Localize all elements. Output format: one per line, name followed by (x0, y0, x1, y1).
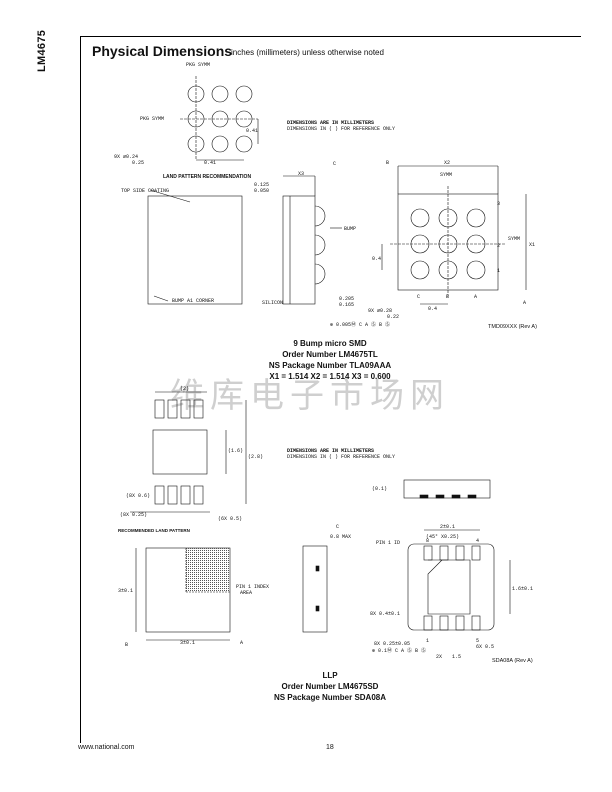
page-title: Physical Dimensions (92, 43, 233, 59)
notes-title-2: DIMENSIONS ARE IN MILLIMETERS (287, 448, 374, 454)
dim-2-ref: (2) (180, 386, 189, 392)
dim-04-vertical: 0.4 (372, 256, 381, 262)
caption-2-line-1: LLP (322, 671, 338, 680)
pin-1-label: 1 (426, 638, 429, 644)
dim-04-horizontal: 0.4 (428, 306, 437, 312)
datum-c-label: C (333, 161, 336, 167)
col-c-label: C (417, 294, 420, 300)
dim-bump-dia: 9X ⌀0.24 (114, 154, 138, 160)
rev-label-1: TMD09XXX (Rev A) (488, 324, 537, 330)
page-subtitle: inches (millimeters) unless otherwise no… (231, 48, 384, 57)
datum-b-label: B (386, 160, 389, 166)
row-2-label: 2 (497, 243, 500, 249)
position-tolerance-1: ⊕ 0.005Ⓜ C A Ⓢ B Ⓢ (330, 321, 390, 328)
dim-x1: X1 (529, 242, 535, 248)
dim-0125: 0.125 (254, 182, 269, 188)
notes-sub-2: DIMENSIONS IN ( ) FOR REFERENCE ONLY (287, 454, 395, 460)
dim-16-tol: 1.6±0.1 (512, 586, 533, 592)
dim-041-horizontal: 0.41 (204, 160, 216, 166)
dim-2-tol: 2±0.1 (440, 524, 455, 530)
pkg-symm-label: PKG SYMM (186, 62, 210, 68)
llp-side-view (302, 545, 328, 633)
llp-bottom-view (407, 543, 495, 631)
silicon-label: SILICON (262, 300, 283, 306)
dim-01-ref: (0.1) (372, 486, 387, 492)
row-1-label: 1 (497, 268, 500, 274)
col-a-label: A (474, 294, 477, 300)
datum-c-2: C (336, 524, 339, 530)
pin-5-label: 5 (476, 638, 479, 644)
symm-label-2: SYMM (508, 236, 520, 242)
dim-pad-length: (8X 0.6) (126, 493, 150, 499)
page-frame (80, 36, 581, 743)
land-pattern-label: LAND PATTERN RECOMMENDATION (163, 174, 251, 180)
dim-x3: X3 (298, 171, 304, 177)
bump-tolerance-min: 0.22 (387, 314, 399, 320)
row-3-label: 3 (497, 201, 500, 207)
bump-a1-label: BUMP A1 CORNER (172, 298, 214, 304)
recommended-land-label: RECOMMENDED LAND PATTERN (118, 528, 190, 533)
package-caption-1: 9 Bump micro SMD Order Number LM4675TL N… (220, 338, 440, 382)
watermark-text: 维库电子市场网 (170, 376, 450, 416)
dim-2x: 2X (436, 654, 442, 660)
dim-chamfer: (45° X0.25) (426, 534, 459, 540)
pkg-symm-label-2: PKG SYMM (140, 116, 164, 122)
llp-end-view (403, 479, 491, 499)
bump-label: BUMP (344, 226, 356, 232)
dim-0050: 0.050 (254, 188, 269, 194)
pin-8-label: 8 (426, 538, 429, 544)
pin1-id-label: PIN 1 ID (376, 540, 400, 546)
caption-1-line-2: Order Number LM4675TL (282, 350, 378, 359)
dim-pitch-tol: 6X 0.5 (476, 644, 494, 650)
caption-2-line-2: Order Number LM4675SD (281, 682, 379, 691)
symm-label: SYMM (440, 172, 452, 178)
notes-sub-1: DIMENSIONS IN ( ) FOR REFERENCE ONLY (287, 126, 395, 132)
caption-1-line-3: NS Package Number TLA09AAA (268, 361, 392, 370)
pin-4-label: 4 (476, 538, 479, 544)
footer-page-number: 18 (326, 744, 334, 751)
top-side-coating-label: TOP SIDE COATING (121, 188, 169, 194)
dim-x2: X2 (444, 160, 450, 166)
dim-041-vertical: 0.41 (246, 128, 258, 134)
pin1-index-label: PIN 1 INDEX (236, 584, 269, 590)
dim-bump-dia-min: 0.25 (132, 160, 144, 166)
dim-15: 1.5 (452, 654, 461, 660)
top-side-view (147, 195, 243, 305)
dim-28-ref: (2.8) (248, 454, 263, 460)
caption-1-line-1: 9 Bump micro SMD (293, 339, 367, 348)
dim-0205: 0.205 (339, 296, 354, 302)
dim-pitch: (6X 0.5) (218, 516, 242, 522)
dim-08-max: 0.8 MAX (330, 534, 351, 540)
datum-a-label: A (523, 300, 526, 306)
notes-title-1: DIMENSIONS ARE IN MILLIMETERS (287, 120, 374, 126)
dim-16-ref: (1.6) (228, 448, 243, 454)
dim-pad-width-tol: 8X 0.25±0.05 (374, 641, 410, 647)
package-caption-2: LLP Order Number LM4675SD NS Package Num… (220, 670, 440, 703)
caption-1-line-4: X1 = 1.514 X2 = 1.514 X3 = 0.600 (269, 372, 391, 381)
footer-site: www.national.com (78, 744, 135, 751)
dim-pad-width: (8X 0.25) (120, 512, 147, 518)
area-label: AREA (240, 590, 252, 596)
side-view (282, 195, 316, 305)
dim-0165: 0.165 (339, 302, 354, 308)
bump-tolerance: 9X ⌀0.28 (368, 308, 392, 314)
datum-b-2: B (125, 642, 128, 648)
col-b-label: B (446, 294, 449, 300)
datum-a-2: A (240, 640, 243, 646)
position-tolerance-2: ⊕ 0.1Ⓜ C A Ⓢ B Ⓢ (372, 647, 426, 654)
dim-3-horizontal: 3±0.1 (180, 640, 195, 646)
rev-label-2: SDA08A (Rev A) (492, 658, 533, 664)
dim-3-vertical: 3±0.1 (118, 588, 133, 594)
caption-2-line-3: NS Package Number SDA08A (273, 693, 387, 702)
llp-land-pads (152, 399, 208, 505)
dim-pad-length-tol: 8X 0.4±0.1 (370, 611, 400, 617)
